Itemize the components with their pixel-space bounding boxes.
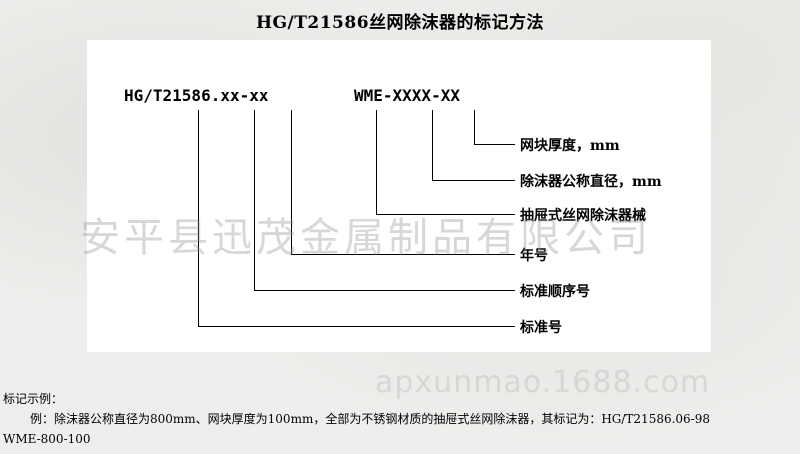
leader-serial-horizontal	[254, 290, 515, 291]
page-title: HG/T21586丝网除沫器的标记方法	[255, 13, 545, 33]
label-diameter: 除沫器公称直径，mm	[520, 174, 662, 190]
leader-diameter-vertical	[432, 110, 433, 180]
label-mesh-thickness: 网块厚度，mm	[520, 138, 620, 154]
leader-type-horizontal	[376, 214, 515, 215]
example-text: 例：除沫器公称直径为800mm、网块厚度为100mm，全部为不锈钢材质的抽屉式丝…	[30, 412, 711, 426]
label-year: 年号	[520, 248, 548, 264]
example-text-continued: WME-800-100	[3, 432, 91, 446]
leader-year-vertical	[291, 110, 292, 254]
label-type: 抽屉式丝网除沫器械	[520, 208, 646, 224]
leader-std-no-vertical	[198, 110, 199, 326]
leader-diameter-horizontal	[432, 180, 515, 181]
leader-year-horizontal	[291, 254, 515, 255]
model-code: WME-XXXX-XX	[354, 86, 460, 105]
leader-thickness-horizontal	[474, 144, 515, 145]
leader-serial-vertical	[254, 110, 255, 290]
label-std-no: 标准号	[520, 320, 562, 336]
standard-code: HG/T21586.xx-xx	[124, 86, 269, 105]
leader-std-no-horizontal	[198, 326, 515, 327]
diagram-panel: HG/T21586.xx-xx WME-XXXX-XX 网块厚度，mm 除沫器公…	[87, 40, 711, 352]
example-heading: 标记示例：	[3, 392, 64, 406]
leader-thickness-vertical	[474, 110, 475, 144]
site-watermark: apxunmao.1688.com	[375, 365, 711, 400]
leader-type-vertical	[376, 110, 377, 214]
label-serial: 标准顺序号	[520, 284, 590, 300]
